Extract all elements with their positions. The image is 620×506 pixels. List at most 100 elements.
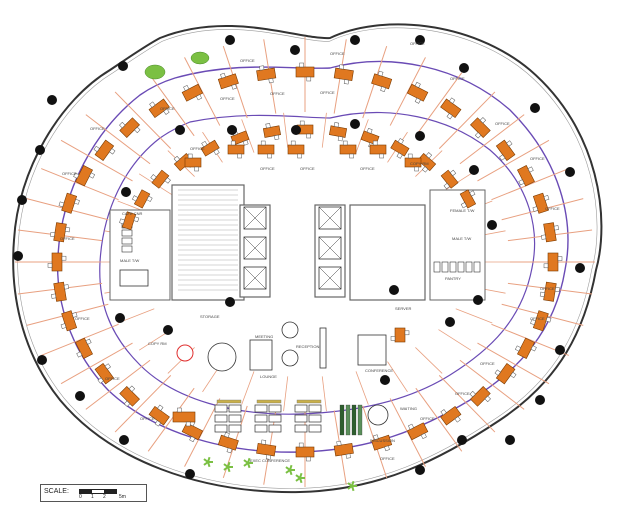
office-desk bbox=[119, 117, 141, 138]
desk-top bbox=[417, 153, 437, 172]
office-partition bbox=[85, 114, 151, 165]
scale-label: SCALE: bbox=[44, 488, 69, 495]
structural-column bbox=[415, 131, 425, 141]
plant-leaf bbox=[299, 472, 303, 479]
desk-chair bbox=[407, 423, 415, 430]
desk-chair bbox=[306, 76, 312, 82]
desk-chair bbox=[194, 166, 199, 172]
desk-top bbox=[459, 189, 477, 209]
desk-chair bbox=[448, 97, 456, 104]
office-desk bbox=[295, 62, 315, 82]
desk-top bbox=[547, 252, 559, 272]
desk-top bbox=[470, 386, 491, 407]
room-label-meeting: MEETING bbox=[255, 334, 273, 339]
room-label-conference: CONFERENCE bbox=[365, 368, 393, 373]
desk-chair bbox=[306, 133, 311, 139]
desk-chair bbox=[543, 195, 550, 201]
desk-chair bbox=[510, 371, 517, 379]
wc-stall bbox=[441, 261, 449, 273]
structural-column bbox=[380, 375, 390, 385]
desk-top bbox=[51, 252, 63, 272]
structural-column bbox=[291, 125, 301, 135]
lift-bank-right bbox=[314, 204, 346, 298]
desk-top bbox=[148, 405, 170, 426]
room-label-copy: COPY RM bbox=[148, 341, 167, 346]
desk-chair bbox=[104, 363, 111, 370]
inner-office-partition bbox=[283, 112, 289, 148]
plant-leaf bbox=[207, 456, 211, 463]
room-label-office: OFFICE bbox=[270, 91, 285, 96]
workstation bbox=[268, 404, 282, 413]
desk-chair bbox=[539, 291, 546, 297]
desk-chair bbox=[407, 153, 413, 159]
plant-leaf bbox=[227, 461, 231, 468]
desk-top bbox=[181, 422, 204, 441]
room-label-copy: COPY RM bbox=[410, 161, 429, 166]
desk-top bbox=[200, 139, 220, 157]
plant-leaf bbox=[351, 480, 355, 487]
structural-column bbox=[505, 435, 515, 445]
workstation bbox=[228, 404, 242, 413]
structural-column bbox=[487, 220, 497, 230]
inner-office-partition bbox=[241, 371, 255, 405]
desk-top bbox=[517, 165, 535, 187]
desk-top bbox=[217, 434, 239, 451]
desk-chair bbox=[297, 153, 302, 159]
office-desk bbox=[181, 83, 204, 102]
desk-top bbox=[133, 189, 151, 209]
desk-chair bbox=[230, 140, 236, 146]
desk-chair bbox=[514, 345, 522, 352]
structural-column bbox=[37, 355, 47, 365]
office-partition bbox=[41, 168, 119, 201]
desk-top bbox=[333, 67, 354, 82]
desk-chair bbox=[414, 97, 421, 104]
desk-chair bbox=[469, 390, 476, 398]
desk-chair bbox=[440, 409, 447, 416]
office-desk bbox=[172, 407, 196, 427]
scale-tick-0: 0 bbox=[79, 494, 82, 500]
structural-column bbox=[457, 435, 467, 445]
office-desk bbox=[257, 140, 275, 159]
office-desk bbox=[543, 252, 563, 272]
workstation bbox=[214, 404, 228, 413]
desk-chair bbox=[154, 420, 162, 427]
desk-chair bbox=[267, 153, 272, 159]
room-label-office: OFFICE bbox=[330, 51, 345, 56]
core-right bbox=[349, 204, 426, 301]
inner-office-partition bbox=[387, 361, 408, 393]
room-label-office: OFFICE bbox=[545, 206, 560, 211]
desk-chair bbox=[518, 179, 525, 186]
desk-chair bbox=[414, 81, 421, 88]
desk-top bbox=[53, 281, 67, 302]
office-desk bbox=[217, 72, 239, 90]
room-label-office: OFFICE bbox=[450, 76, 465, 81]
office-desk bbox=[200, 139, 220, 157]
desk-chair bbox=[499, 154, 506, 161]
desk-top bbox=[295, 446, 315, 458]
desk-top bbox=[121, 211, 137, 231]
office-desk bbox=[47, 252, 67, 272]
structural-column bbox=[225, 35, 235, 45]
room-label-pantry: PANTRY bbox=[445, 276, 461, 281]
desk-chair bbox=[299, 120, 305, 126]
room-label-office: OFFICE bbox=[90, 126, 105, 131]
lift-cross bbox=[243, 236, 267, 260]
desk-chair bbox=[88, 172, 96, 179]
office-partition bbox=[459, 114, 525, 165]
desk-chair bbox=[63, 284, 69, 290]
office-desk bbox=[148, 404, 170, 427]
office-desk bbox=[131, 189, 153, 209]
room-label-office: OFFICE bbox=[220, 96, 235, 101]
desk-top bbox=[295, 66, 315, 78]
desk-chair bbox=[553, 225, 559, 231]
desk-chair bbox=[425, 152, 433, 159]
room-labels: OFFICEOFFICEOFFICEOFFICEOFFICEOFFICEOFFI… bbox=[60, 41, 560, 463]
desk-chair bbox=[390, 336, 396, 341]
desk-top bbox=[532, 310, 549, 332]
round-table-right bbox=[367, 404, 389, 426]
desk-chair bbox=[372, 140, 378, 146]
desk-chair bbox=[543, 263, 549, 269]
exterior-wall bbox=[12, 23, 603, 494]
desk-top bbox=[119, 386, 140, 407]
desk-chair bbox=[50, 231, 56, 238]
